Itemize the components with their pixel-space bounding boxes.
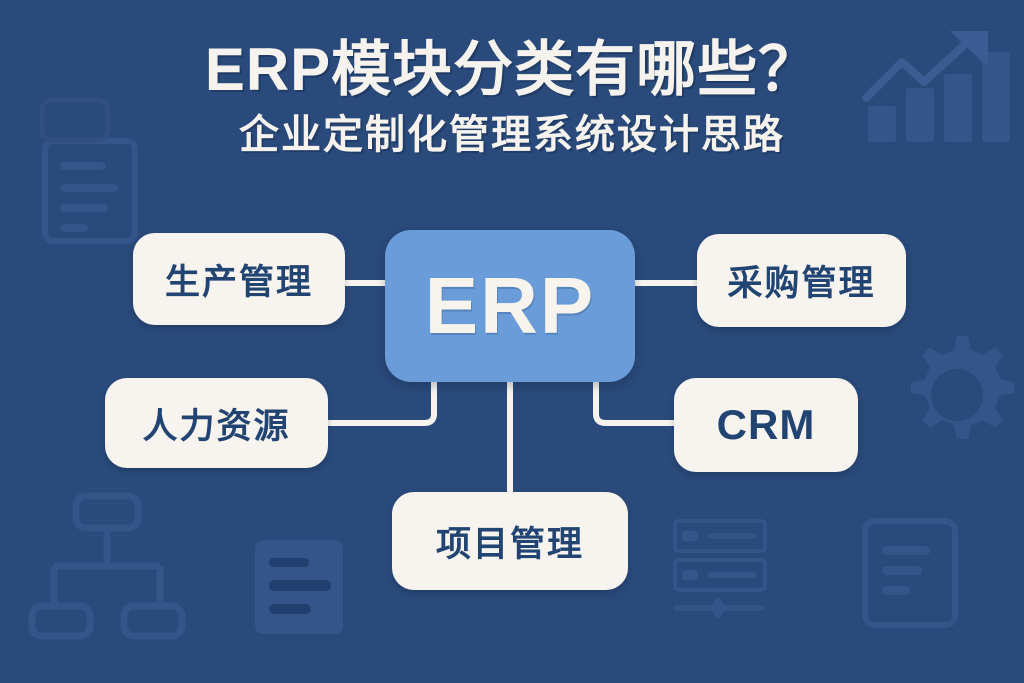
node-label: 项目管理 [435, 524, 584, 564]
connector-crm [593, 379, 677, 426]
node-human-resources[interactable]: 人力资源 [105, 378, 328, 468]
node-label: 人力资源 [142, 406, 291, 446]
page-subtitle: 企业定制化管理系统设计思路 [239, 113, 785, 157]
node-production-management[interactable]: 生产管理 [133, 233, 345, 325]
node-label: 生产管理 [164, 262, 313, 302]
node-label: 采购管理 [727, 264, 876, 303]
node-project-management[interactable]: 项目管理 [392, 492, 628, 590]
node-purchase-management[interactable]: 采购管理 [697, 234, 906, 327]
node-label: ERP [424, 261, 596, 350]
page-title: ERP模块分类有哪些？ [204, 36, 820, 103]
connector-hr [325, 379, 437, 426]
heading-block: ERP模块分类有哪些？ 企业定制化管理系统设计思路 [0, 38, 1024, 157]
node-erp-center[interactable]: ERP [385, 230, 635, 382]
node-label: CRM [716, 401, 816, 448]
node-crm[interactable]: CRM [674, 378, 858, 472]
